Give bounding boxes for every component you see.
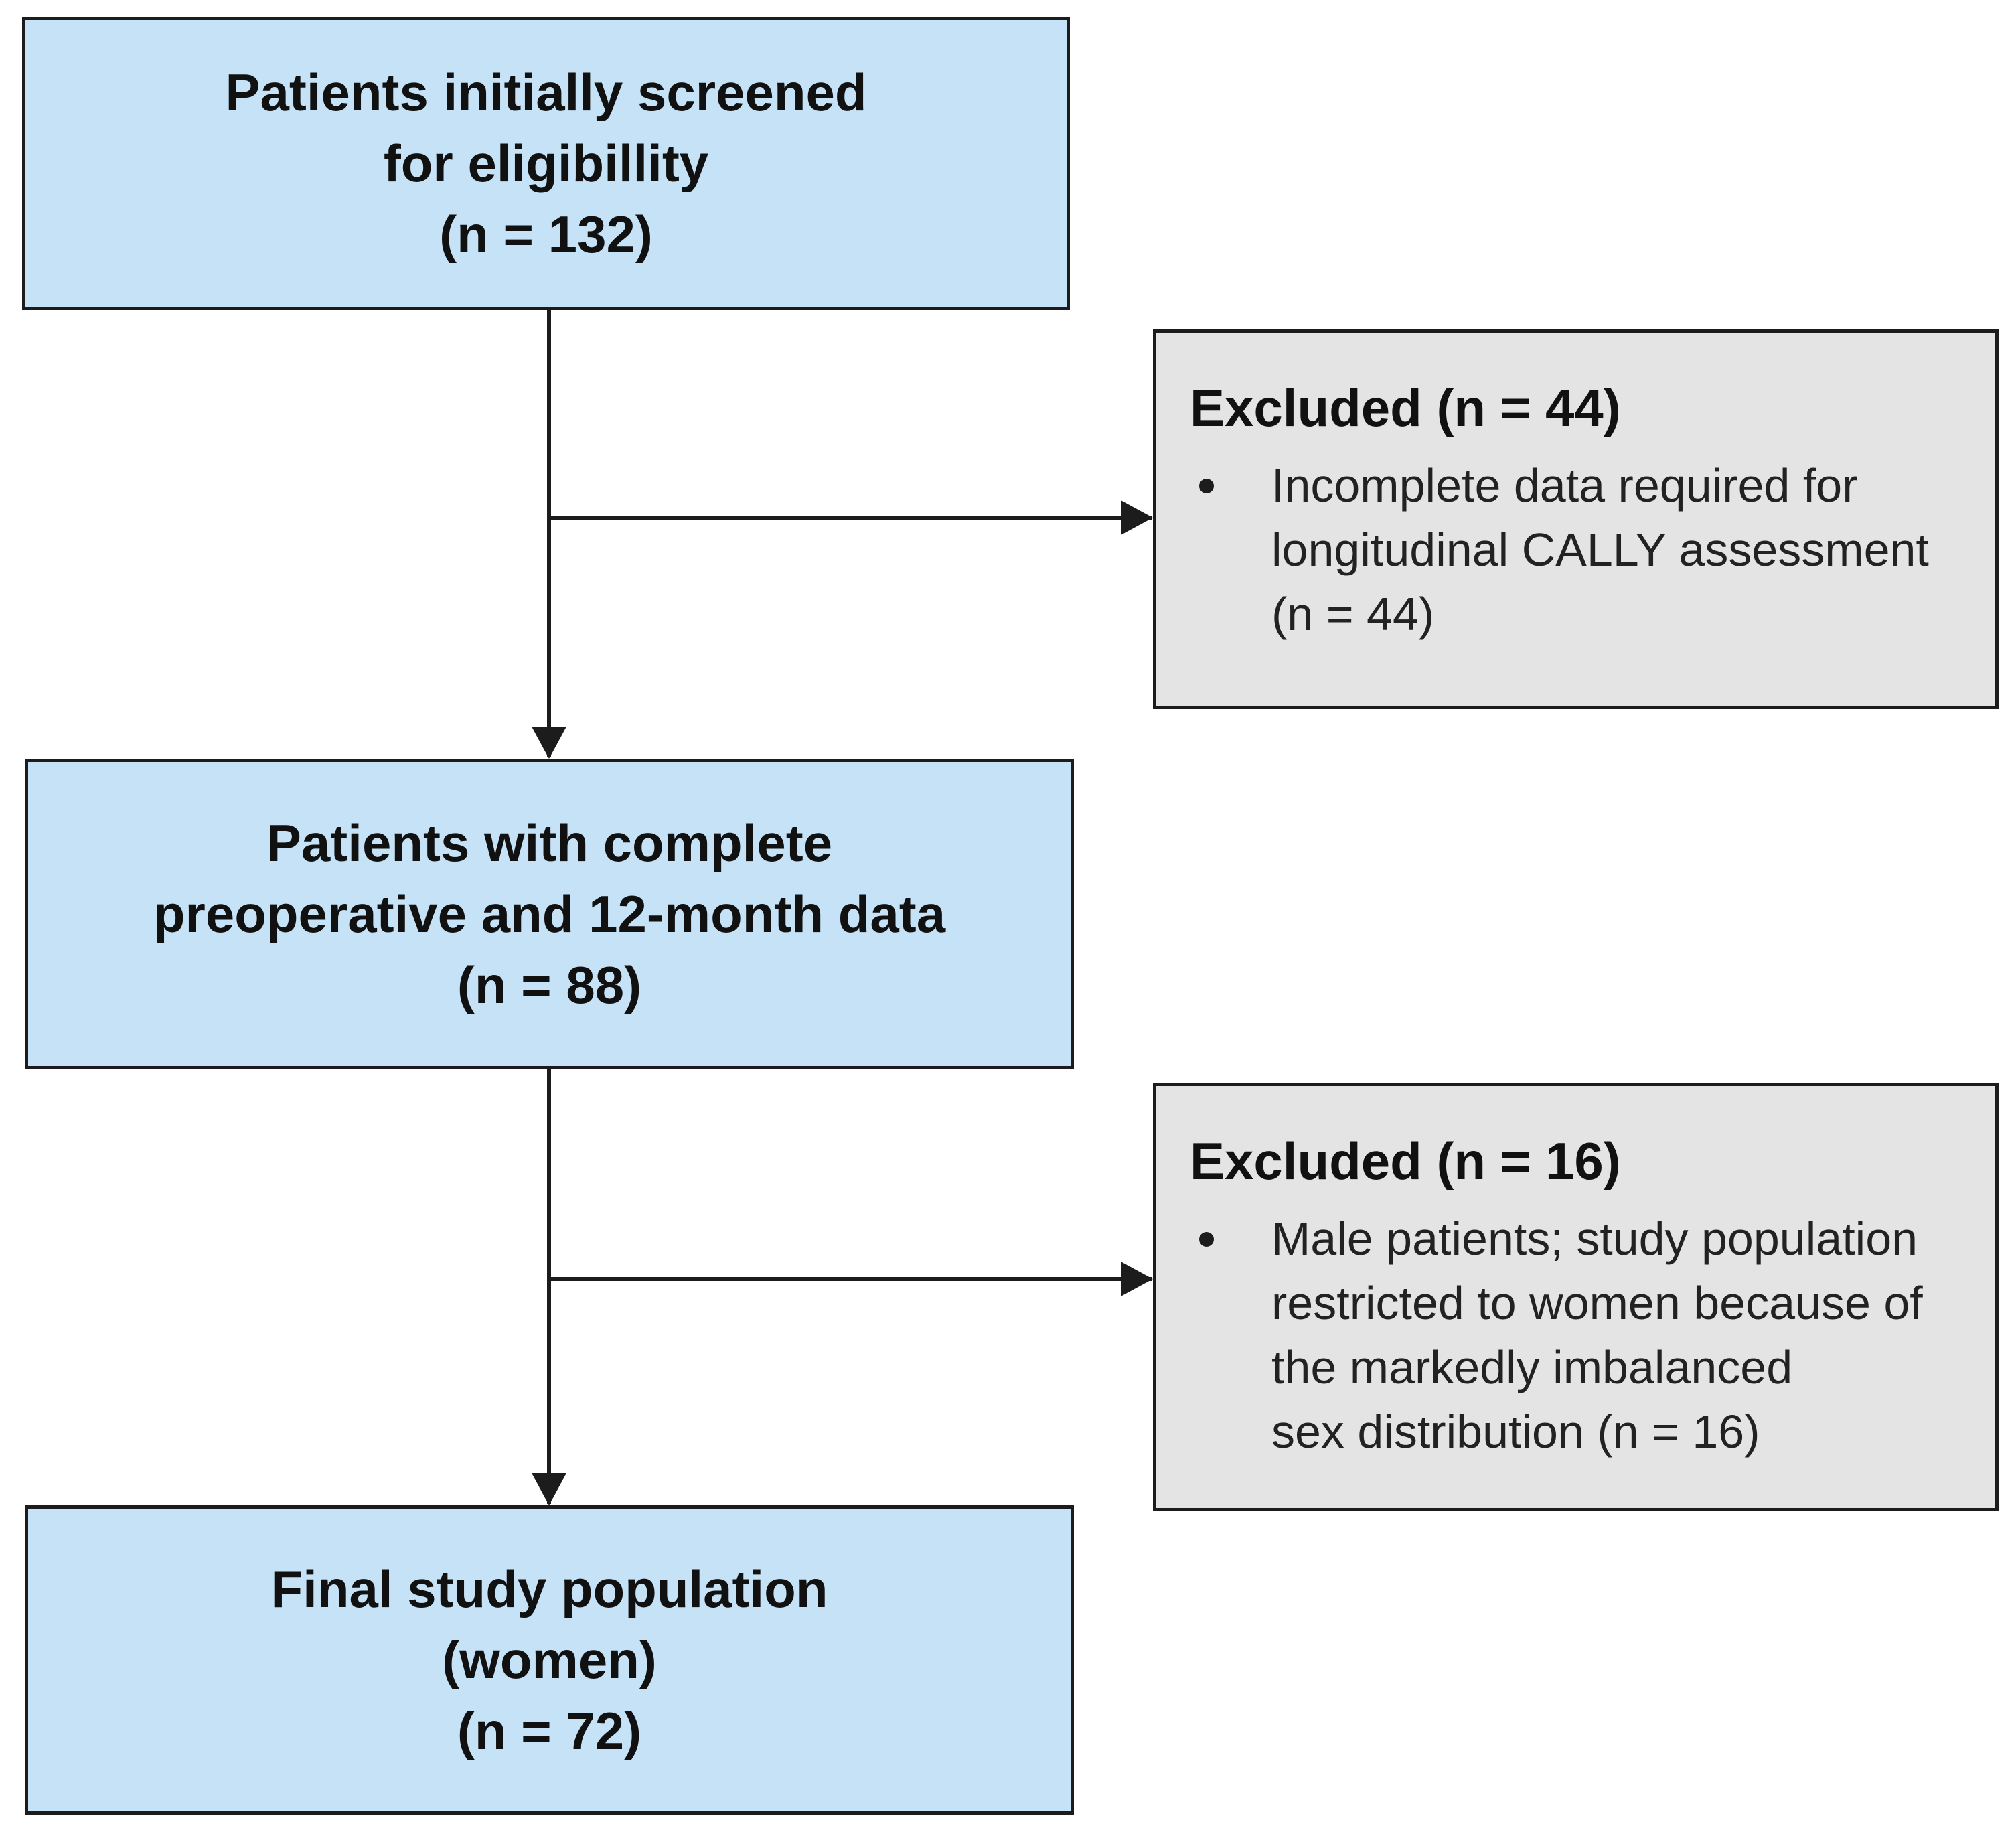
excluded-1-title: Excluded (n = 44) [1190,378,1621,437]
screened-line-2: for eligibillity [383,134,709,193]
excluded-1-bullet-item: Incomplete data required for longitudina… [1190,453,1962,646]
final-population-box: Final study population (women) (n = 72) [25,1505,1074,1815]
final-count: (n = 72) [457,1701,642,1760]
excluded-box-1: Excluded (n = 44) Incomplete data requir… [1153,329,1999,709]
complete-line-1: Patients with complete [266,814,833,872]
final-line-2: (women) [442,1630,657,1689]
complete-count: (n = 88) [457,956,642,1014]
complete-line-2: preoperative and 12-month data [153,885,946,943]
excluded-2-title: Excluded (n = 16) [1190,1132,1621,1191]
excluded-box-2: Excluded (n = 16) Male patients; study p… [1153,1083,1999,1511]
bullet-icon [1199,1232,1214,1247]
screened-box: Patients initially screened for eligibil… [22,17,1070,310]
excluded-2-bullet-item: Male patients; study population restrict… [1190,1207,1962,1464]
screened-line-1: Patients initially screened [225,63,867,122]
final-line-1: Final study population [270,1559,828,1618]
excluded-2-reason: Male patients; study population restrict… [1271,1213,1923,1458]
bullet-icon [1199,479,1214,493]
screened-count: (n = 132) [439,205,653,264]
complete-data-box: Patients with complete preoperative and … [25,759,1074,1069]
excluded-1-reason: Incomplete data required for longitudina… [1271,459,1929,640]
